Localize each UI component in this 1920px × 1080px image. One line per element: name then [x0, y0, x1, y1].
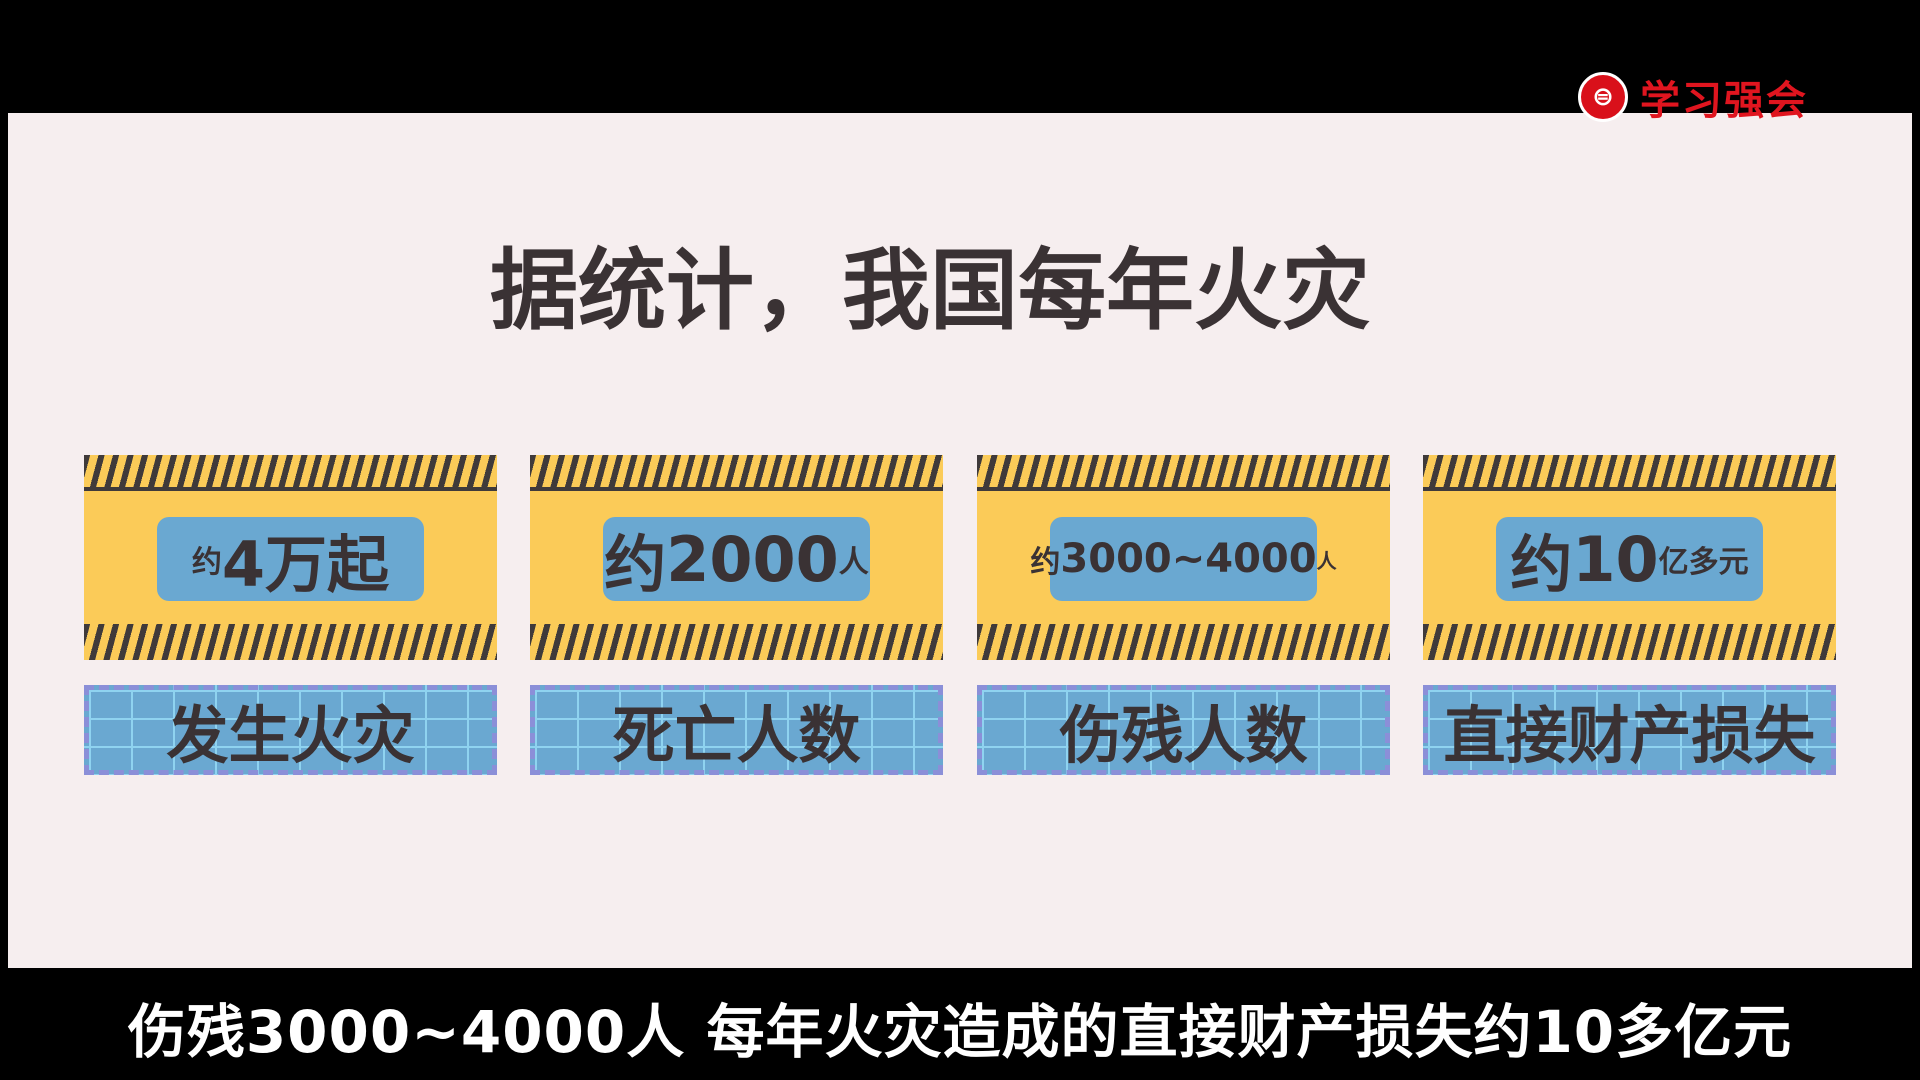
stat-card: 约 3000~4000 人 伤残人数 [977, 455, 1390, 775]
stat-number: 10 [1572, 522, 1659, 596]
stat-value: 约 4万起 [157, 517, 424, 601]
hazard-stripes [84, 455, 497, 491]
stat-value: 约 3000~4000 人 [1030, 517, 1337, 601]
xuexi-logo-icon: ⊜ [1578, 72, 1628, 122]
stat-banner: 约 2000 人 [530, 455, 943, 660]
slide-title: 据统计，我国每年火灾 [489, 239, 1370, 342]
hazard-stripes [977, 455, 1390, 491]
stat-card: 约 10 亿多元 直接财产损失 [1423, 455, 1836, 775]
stat-suffix: 人 [1316, 548, 1337, 573]
stat-card: 约 4万起 发生火灾 [84, 455, 497, 775]
video-subtitle: 伤残3000~4000人 每年火灾造成的直接财产损失约10多亿元 [127, 998, 1793, 1066]
hazard-stripes [1423, 624, 1836, 660]
stat-banner: 约 3000~4000 人 [977, 455, 1390, 660]
stat-prefix: 约 [604, 528, 667, 601]
stat-suffix: 人 [838, 545, 869, 580]
stat-number: 2000 [666, 522, 839, 596]
stat-prefix: 约 [1030, 545, 1061, 580]
stat-prefix: 约 [191, 545, 222, 580]
stat-label: 死亡人数 [530, 685, 943, 775]
stat-label: 直接财产损失 [1423, 685, 1836, 775]
hazard-stripes [977, 624, 1390, 660]
stat-banner: 约 10 亿多元 [1423, 455, 1836, 660]
stat-card: 约 2000 人 死亡人数 [530, 455, 943, 775]
hazard-stripes [530, 624, 943, 660]
stat-number: 4万起 [221, 528, 390, 601]
hazard-stripes [84, 624, 497, 660]
hazard-stripes [530, 455, 943, 491]
stat-value: 约 2000 人 [603, 517, 870, 601]
hazard-stripes [1423, 455, 1836, 491]
stat-banner: 约 4万起 [84, 455, 497, 660]
stat-prefix: 约 [1510, 528, 1573, 601]
stat-number: 3000~4000 [1060, 536, 1317, 582]
stat-value: 约 10 亿多元 [1496, 517, 1763, 601]
logo-text: 学习强会 [1640, 78, 1808, 124]
stat-suffix: 亿多元 [1658, 545, 1749, 580]
logo: ⊜ 学习强会 [1578, 68, 1808, 126]
stat-label: 发生火灾 [84, 685, 497, 775]
stat-label: 伤残人数 [977, 685, 1390, 775]
